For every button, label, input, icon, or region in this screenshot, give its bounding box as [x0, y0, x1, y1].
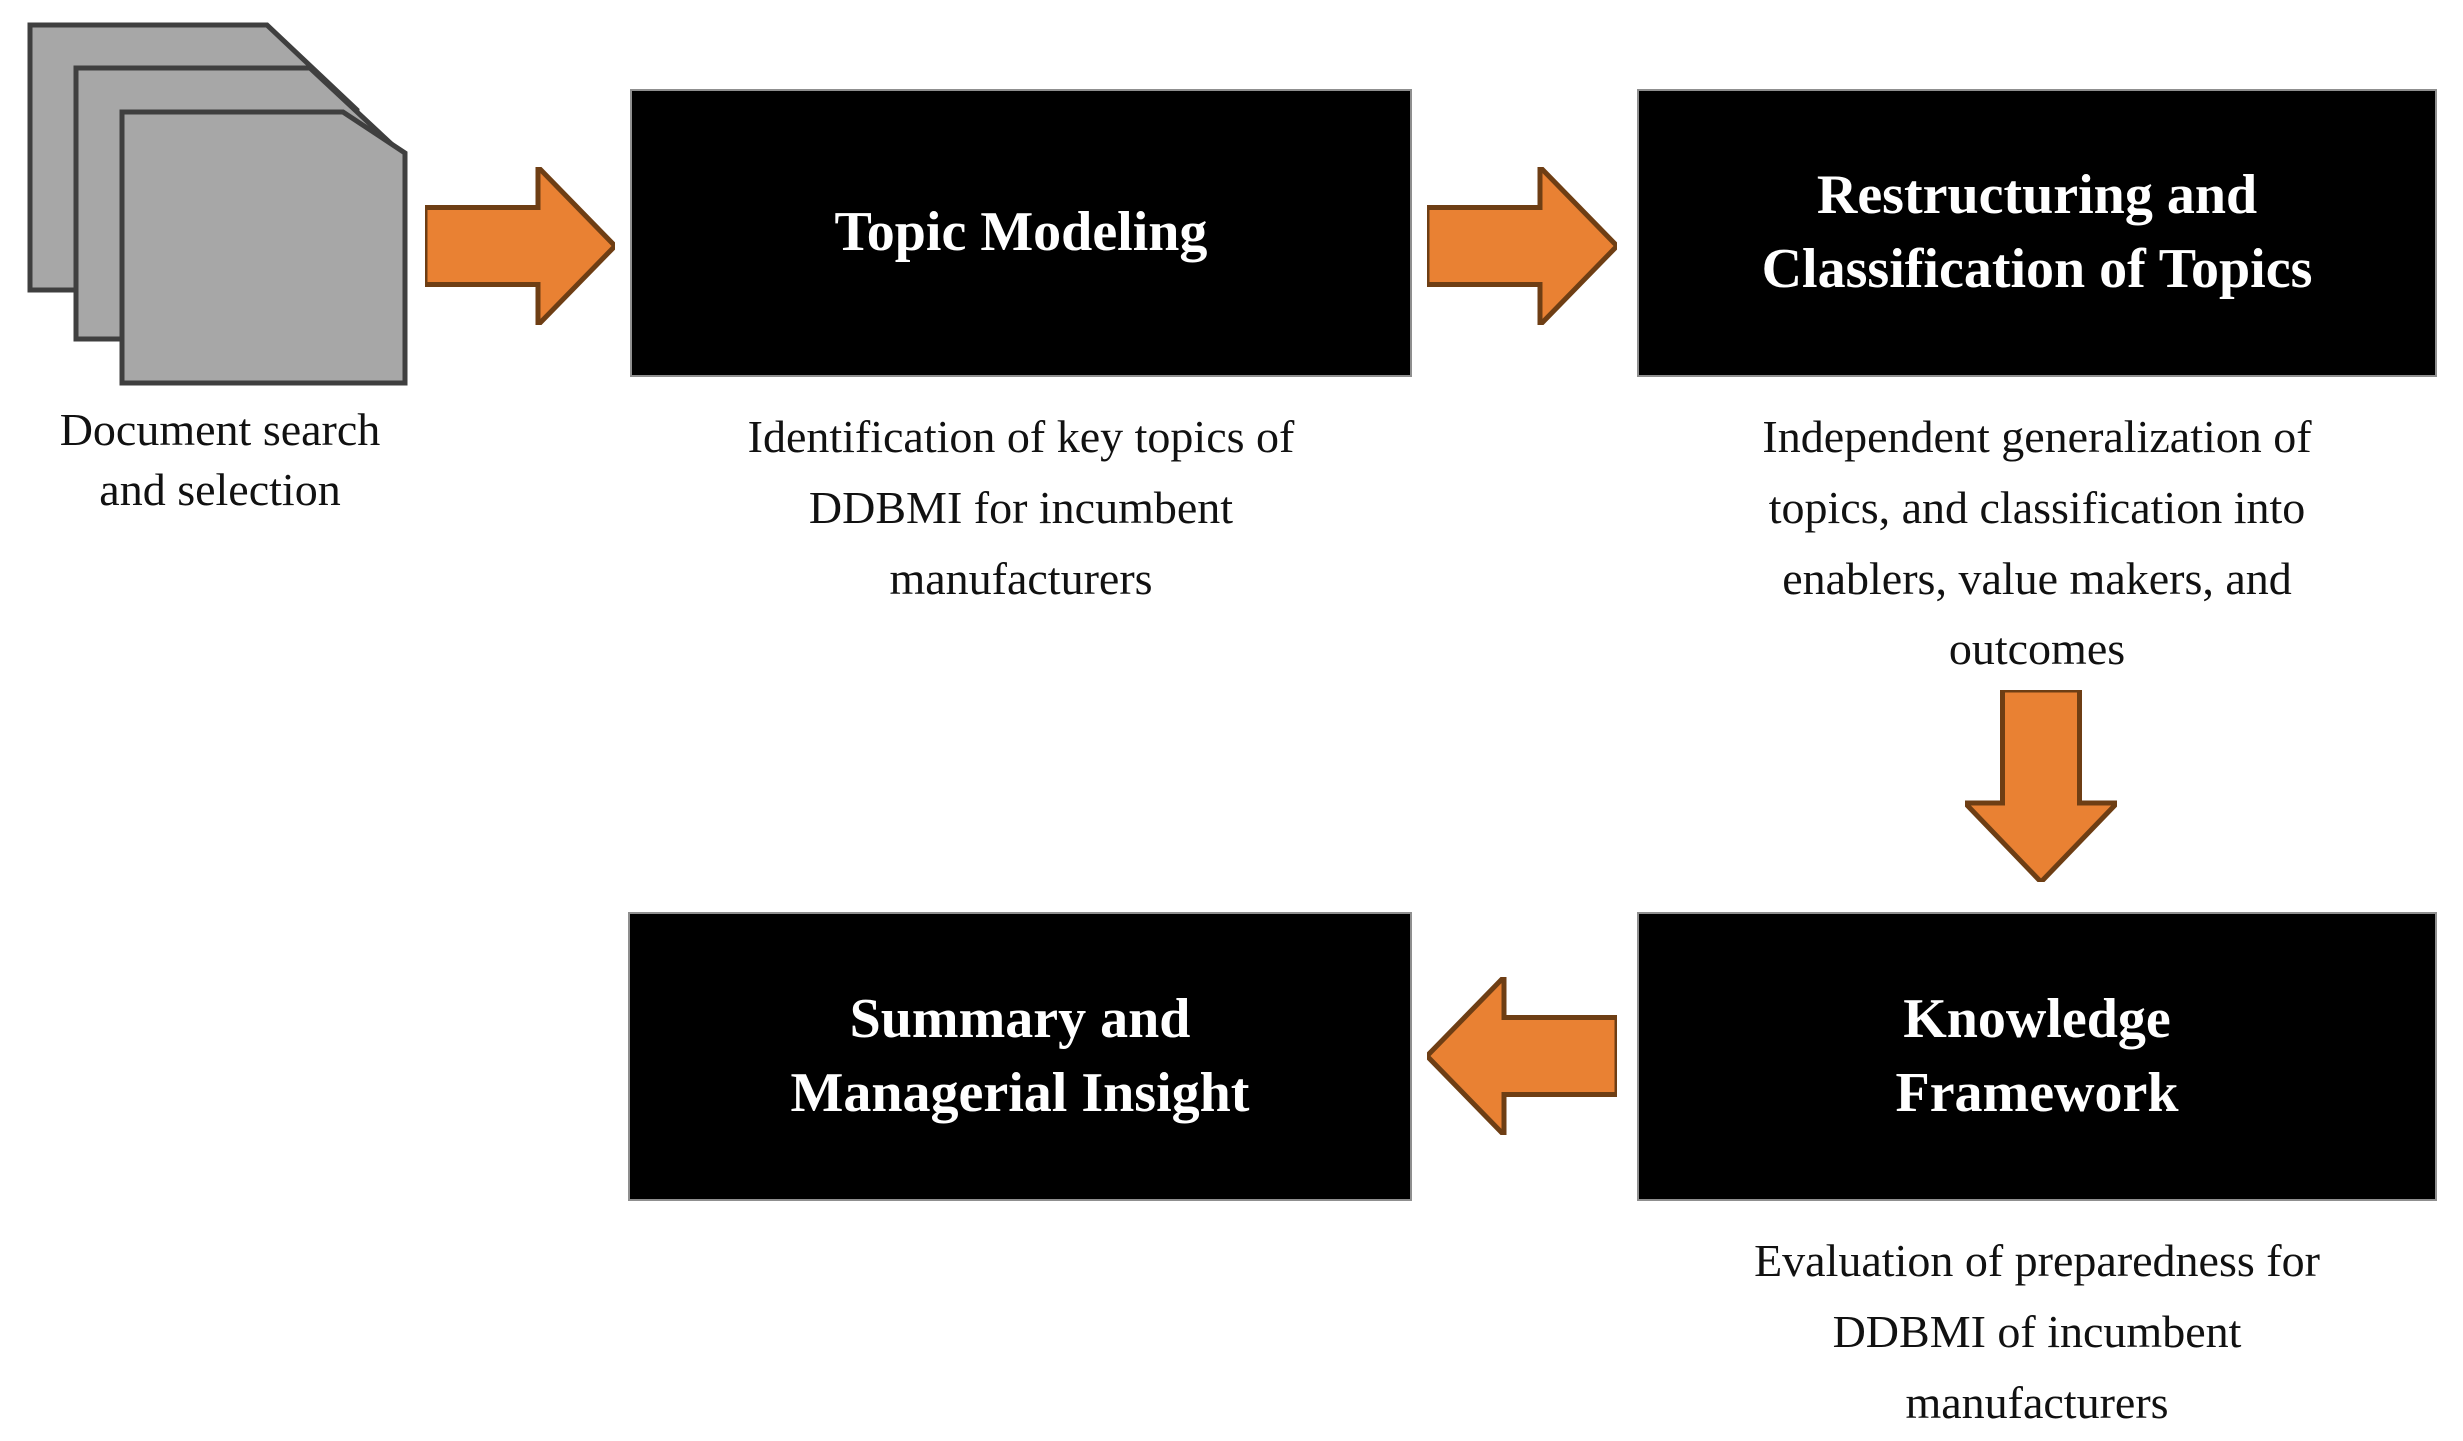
knowledge-framework-description: Evaluation of preparedness for DDBMI of … — [1627, 1226, 2447, 1438]
document-page-front — [119, 109, 408, 386]
node-title-line: Restructuring and — [1816, 164, 2258, 227]
flow-arrow-down-icon — [1965, 690, 2117, 882]
description-line: Independent generalization of — [1762, 411, 2312, 462]
node-title-line: Topic Modeling — [834, 201, 1208, 264]
node-knowledge-framework: Knowledge Framework — [1637, 912, 2437, 1201]
stacked-documents-icon — [27, 22, 408, 386]
node-summary-managerial-insight: Summary and Managerial Insight — [628, 912, 1412, 1201]
node-title-line: Knowledge — [1903, 987, 2171, 1050]
description-line: manufacturers — [1905, 1376, 2169, 1428]
node-restructuring-classification: Restructuring and Classification of Topi… — [1637, 89, 2437, 377]
description-line: outcomes — [1948, 623, 2126, 675]
description-line: topics, and classification into — [1768, 481, 2306, 533]
description-line: Identification of key topics of — [747, 411, 1295, 462]
node-title-line: Classification of Topics — [1761, 238, 2313, 300]
description-line: DDBMI of incumbent — [1832, 1305, 2242, 1357]
node-title-line: Managerial Insight — [790, 1061, 1250, 1124]
description-line: DDBMI for incumbent — [808, 481, 1234, 533]
node-title-line: Summary and — [849, 987, 1191, 1050]
description-line: enablers, value makers, and — [1782, 552, 2292, 604]
documents-caption-line: Document search — [59, 404, 381, 455]
node-topic-modeling: Topic Modeling — [630, 89, 1412, 377]
documents-caption-line: and selection — [99, 463, 341, 515]
flow-arrow-right-icon — [425, 167, 615, 325]
description-line: manufacturers — [889, 552, 1153, 604]
flow-arrow-right-icon — [1427, 167, 1617, 325]
node-title-line: Framework — [1895, 1061, 2179, 1124]
flow-arrow-left-icon — [1427, 977, 1617, 1135]
arrow-left-shape — [1427, 977, 1617, 1135]
topic-modeling-description: Identification of key topics of DDBMI fo… — [620, 402, 1422, 614]
arrow-right-shape — [425, 167, 615, 325]
documents-caption: Document search and selection — [0, 400, 440, 520]
arrow-down-shape — [1965, 690, 2117, 882]
arrow-right-shape — [1427, 167, 1617, 325]
description-line: Evaluation of preparedness for — [1754, 1235, 2320, 1286]
restructuring-description: Independent generalization of topics, an… — [1627, 402, 2447, 685]
